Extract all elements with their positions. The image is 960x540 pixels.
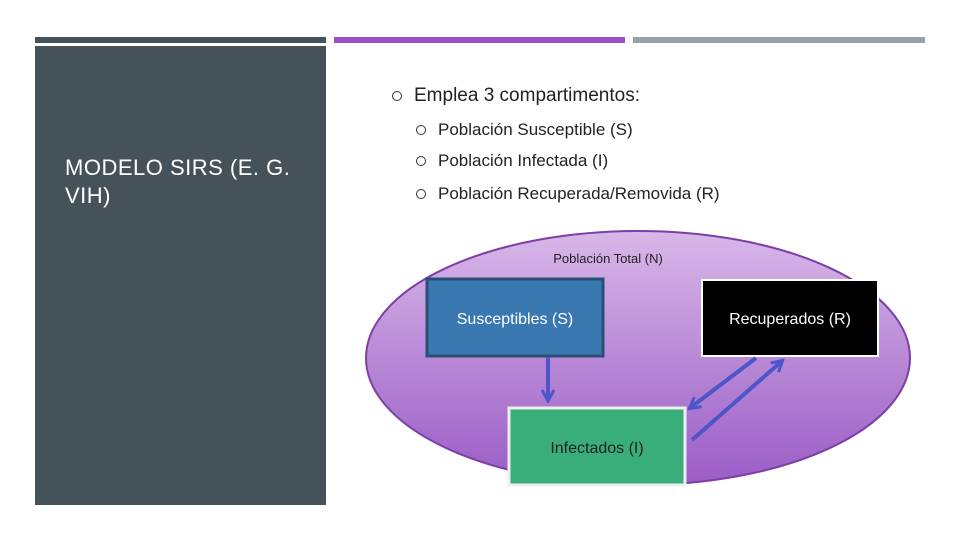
arrow-recovered-to-infected	[690, 356, 758, 408]
bullet-sub-text: Población Recuperada/Removida (R)	[438, 184, 720, 203]
bullet-sub-text: Población Susceptible (S)	[438, 120, 633, 139]
title-panel: MODELO SIRS (E. G. VIH)	[35, 46, 326, 505]
bullet-main-text: Emplea 3 compartimentos:	[414, 85, 640, 106]
bullet-ring-icon	[416, 125, 426, 135]
population-label: Población Total (N)	[553, 251, 663, 266]
bullet-ring-icon	[416, 189, 426, 199]
top-bar-right	[633, 37, 925, 43]
infected-node	[507, 406, 687, 487]
infected-label: Infectados (I)	[550, 440, 643, 457]
bullet-ring-icon	[416, 156, 426, 166]
bullet-sub-infected: Población Infectada (I)	[416, 151, 608, 171]
top-bar-left	[35, 37, 326, 43]
slide-title: MODELO SIRS (E. G. VIH)	[65, 155, 291, 208]
top-bar-middle	[334, 37, 625, 43]
bullet-sub-text: Población Infectada (I)	[438, 151, 609, 170]
recovered-node	[701, 279, 879, 357]
bullet-sub-recovered: Población Recuperada/Removida (R)	[416, 184, 720, 204]
bullet-ring-icon	[392, 91, 402, 101]
arrow-infected-to-recovered	[690, 361, 782, 442]
recovered-label: Recuperados (R)	[729, 311, 851, 328]
bullet-sub-susceptible: Población Susceptible (S)	[416, 120, 633, 140]
susceptible-label: Susceptibles (S)	[457, 311, 574, 328]
bullet-main: Emplea 3 compartimentos:	[392, 85, 640, 107]
susceptible-node	[425, 277, 605, 358]
